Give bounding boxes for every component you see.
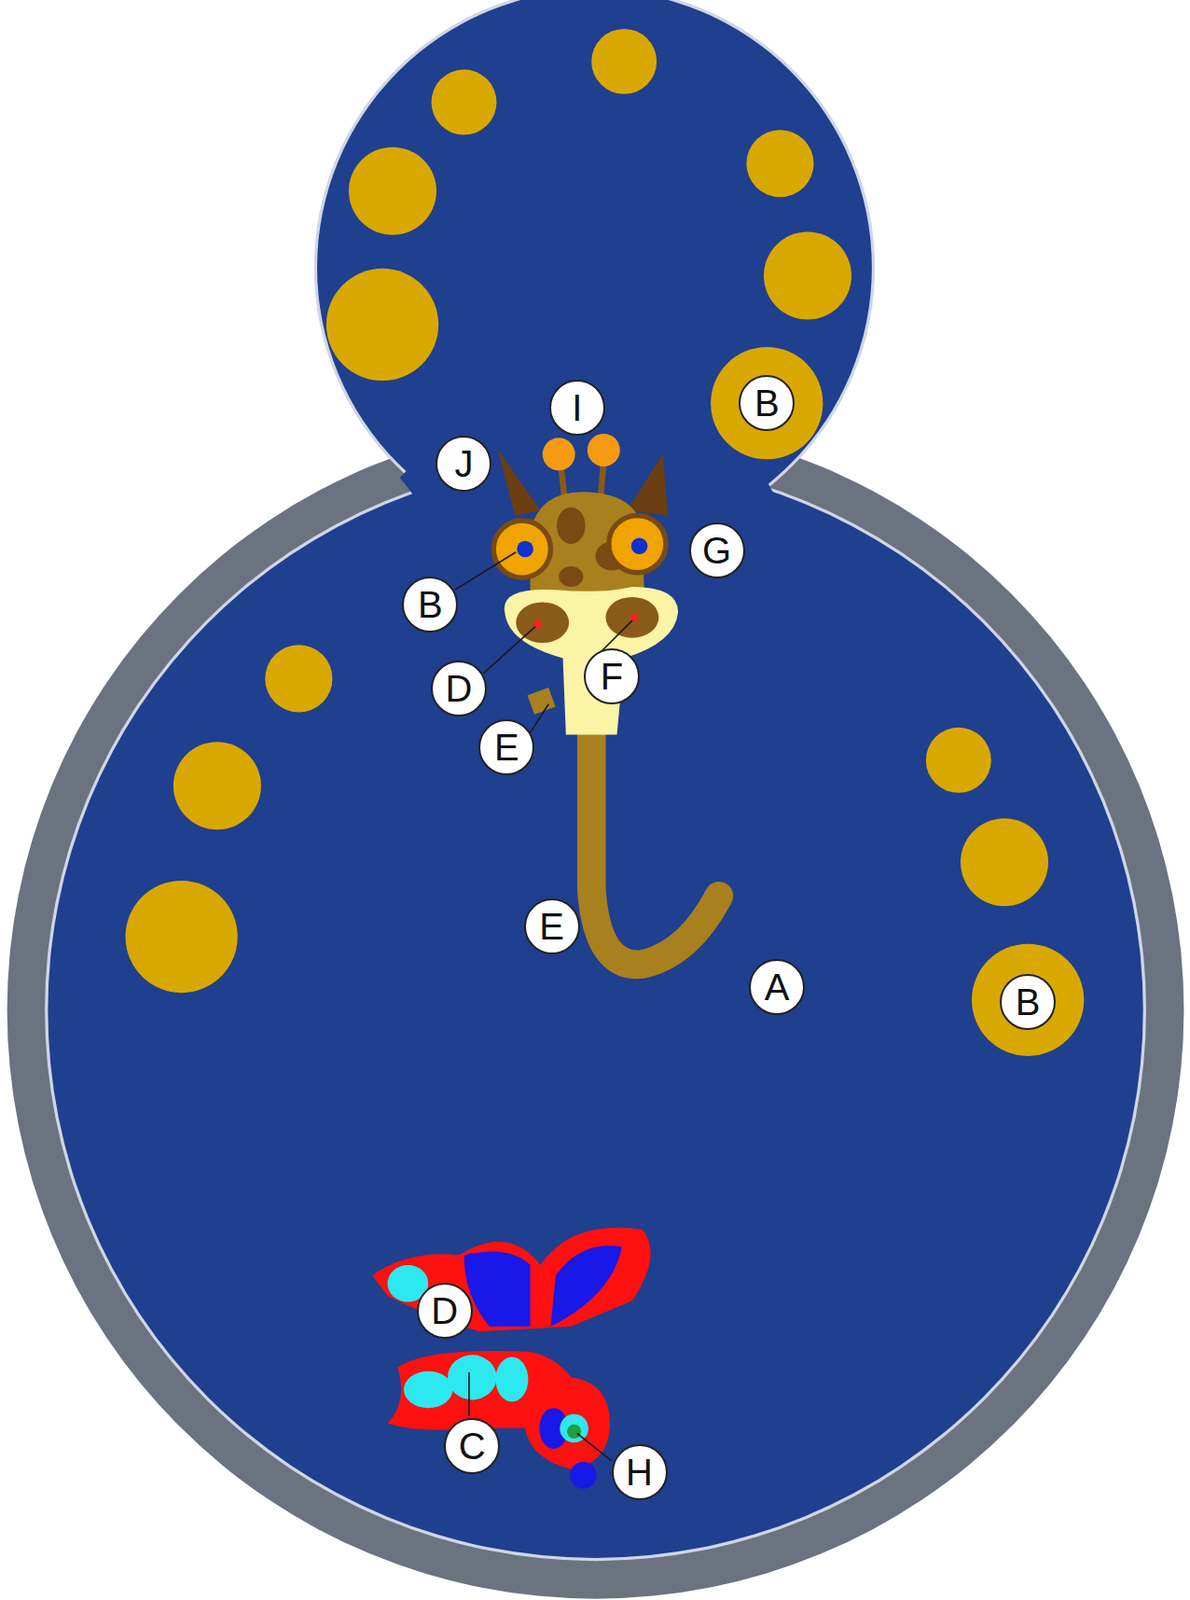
cell-wall [7, 421, 1185, 1599]
callout-letter: H [611, 1443, 668, 1500]
callout-text: D [430, 1291, 458, 1329]
bud [317, 0, 872, 545]
callout-text: H [625, 1452, 653, 1491]
callout-letter: D [430, 660, 487, 717]
callout-text: F [600, 657, 623, 695]
golgi-figure [493, 433, 720, 965]
membrane [44, 458, 1147, 1561]
cytoplasm [47, 462, 1143, 1558]
callout-text: B [417, 585, 443, 623]
callout-text: J [454, 444, 473, 483]
callout-letter: D [416, 1282, 473, 1339]
callout-text: B [754, 384, 780, 422]
callout-letter: E [524, 898, 581, 955]
callout-text: D [445, 669, 473, 707]
callout-letter: I [549, 379, 606, 436]
callout-letter: G [689, 522, 746, 579]
callout-text: B [1015, 982, 1041, 1021]
callout-text: G [702, 531, 732, 569]
callout-letter: F [583, 648, 640, 705]
nucleus-figure [372, 1227, 651, 1489]
callout-letter: B [738, 374, 795, 431]
callout-text: E [494, 728, 520, 766]
callout-text: I [571, 388, 582, 427]
callout-text: E [539, 907, 565, 945]
callout-text: A [764, 968, 790, 1006]
callout-letter: B [999, 973, 1056, 1030]
callout-text: C [458, 1426, 486, 1465]
granules [124, 28, 1084, 1056]
